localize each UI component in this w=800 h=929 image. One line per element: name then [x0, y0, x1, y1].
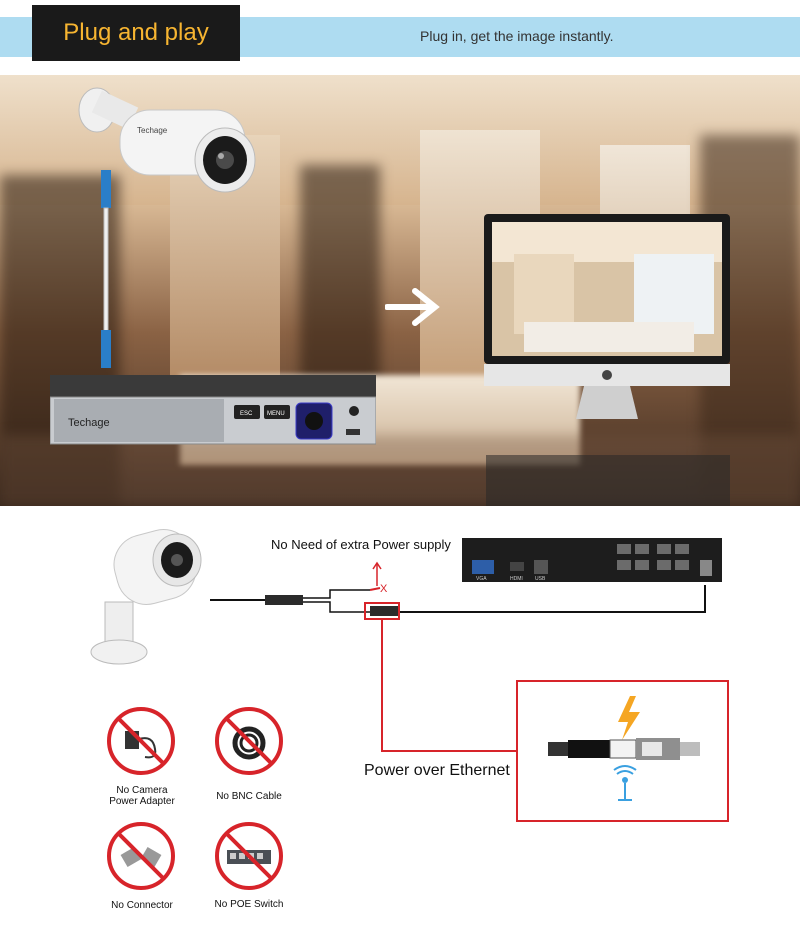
no-item-label: No Connector	[111, 900, 173, 911]
nvr-port-usb: USB	[535, 576, 546, 582]
dvr-brand: Techage	[68, 417, 110, 429]
no-item-label: No BNC Cable	[216, 791, 282, 802]
connector-line	[381, 750, 517, 752]
dvr-menu-label: MENU	[267, 411, 285, 417]
camera-brand: Techage	[137, 126, 168, 135]
nvr-port-vga: VGA	[476, 576, 487, 582]
ethernet-cable-icon	[101, 170, 111, 368]
poe-illustration-box	[516, 680, 729, 822]
dvr-recorder-image: Techage ESC MENU	[50, 375, 376, 445]
lightning-icon	[618, 696, 640, 740]
header-title: Plug and play	[32, 5, 240, 61]
x-mark: X	[380, 583, 388, 595]
header-subtitle: Plug in, get the image instantly.	[420, 28, 614, 44]
bullet-camera-image: Techage	[78, 87, 256, 193]
apple-logo-icon	[602, 370, 612, 380]
poe-caption: Power over Ethernet	[364, 762, 510, 779]
poe-cable-diagram	[210, 585, 706, 616]
no-power-caption: No Need of extra Power supply	[271, 537, 451, 552]
bnc-connector-icon	[107, 822, 175, 890]
poe-camera-image	[90, 529, 202, 665]
imac-monitor-image	[484, 214, 730, 419]
connector-line	[381, 620, 383, 752]
no-item-label: No Camera Power Adapter	[109, 785, 175, 807]
signal-icon	[613, 765, 637, 801]
no-item-label: No POE Switch	[214, 899, 284, 910]
power-adapter-icon	[107, 707, 175, 775]
right-arrow-icon	[385, 288, 440, 326]
poe-switch-icon	[215, 822, 283, 890]
poe-connector-highlight	[364, 602, 400, 620]
nvr-port-hdmi: HDMI	[510, 576, 523, 582]
bnc-cable-icon	[215, 707, 283, 775]
no-power-mark-icon: X	[372, 561, 388, 595]
nvr-recorder-image: VGA HDMI USB	[462, 538, 722, 582]
dvr-esc-label: ESC	[240, 411, 253, 417]
